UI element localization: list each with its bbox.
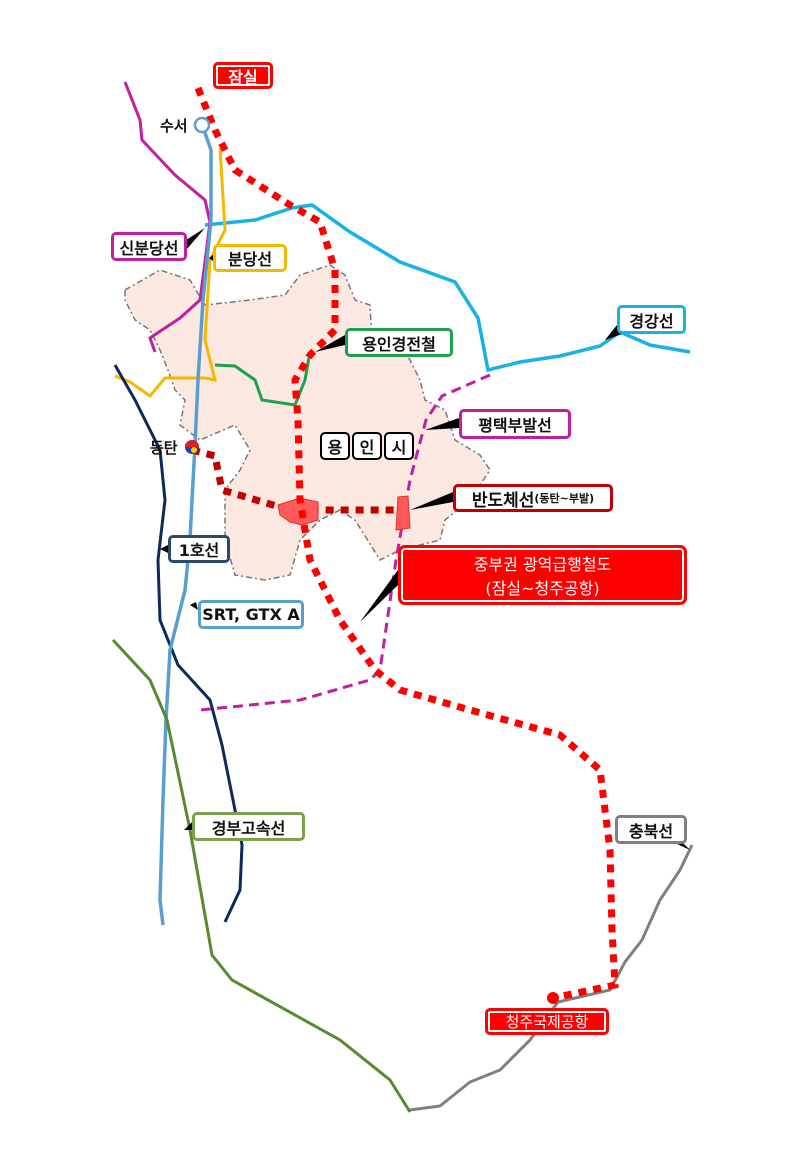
main-line-sub: (잠실~청주공항) (485, 579, 600, 598)
label-srt-gtx: SRT, GTX A (198, 600, 304, 629)
label-yongin-light-rail: 용인경전철 (345, 328, 453, 357)
semiconductor-line-name: 반도체선 (471, 490, 535, 511)
suseo-station-icon (193, 116, 211, 134)
main-express-line (194, 86, 619, 1002)
label-sinbundang: 신분당선 (111, 232, 187, 261)
pyeongtaek-bubal-line (199, 373, 491, 712)
leader-pyeongtaek (425, 418, 459, 430)
label-dongtan: 동탄 (150, 439, 178, 457)
label-cheongju-airport: 청주국제공항 (485, 1008, 609, 1035)
semiconductor-line (191, 446, 400, 514)
label-semiconductor-line: 반도체선(동탄~부발) (453, 484, 613, 512)
gyeongbu-hsr-line (111, 638, 412, 1113)
leader-semiconductor (410, 492, 453, 510)
station-area-east (395, 495, 411, 531)
leader-bundang (209, 255, 213, 261)
label-pyeongtaek-bubal: 평택부발선 (459, 409, 571, 439)
yongin-city-area (124, 264, 491, 581)
chungbuk-line (409, 844, 694, 1112)
main-line-title: 중부권 광역급행철도 (473, 555, 612, 574)
yongin-char: 인 (352, 432, 382, 460)
label-chungbuk: 충북선 (615, 815, 687, 844)
label-yongin-city: 용 인 시 (320, 432, 414, 460)
leader-line1 (160, 545, 168, 553)
yongin-light-rail-line (214, 351, 312, 407)
line1-line (113, 364, 244, 923)
cheongju-airport-station-icon (547, 992, 559, 1004)
label-jamsil: 잠실 (213, 62, 273, 89)
yongin-char: 용 (320, 432, 350, 460)
label-gyeonggang: 경강선 (617, 305, 686, 334)
leader-sinbundang (186, 228, 205, 250)
label-suseo: 수서 (160, 117, 188, 135)
label-bundang: 분당선 (213, 244, 287, 272)
semiconductor-line-range: (동탄~부발) (534, 492, 595, 505)
leader-main (360, 570, 398, 622)
label-main-express-line: 중부권 광역급행철도 (잠실~청주공항) (398, 545, 687, 605)
srt-gtx-line (158, 129, 213, 926)
yongin-char: 시 (384, 432, 414, 460)
label-gyeongbu-hsr: 경부고속선 (192, 812, 305, 841)
leader-srt (190, 602, 198, 610)
leader-light-rail (315, 335, 345, 352)
dongtan-station-icon (185, 440, 199, 454)
leader-chungbuk (675, 843, 690, 850)
leader-gyeongbu (184, 822, 192, 830)
label-line1: 1호선 (168, 535, 230, 563)
